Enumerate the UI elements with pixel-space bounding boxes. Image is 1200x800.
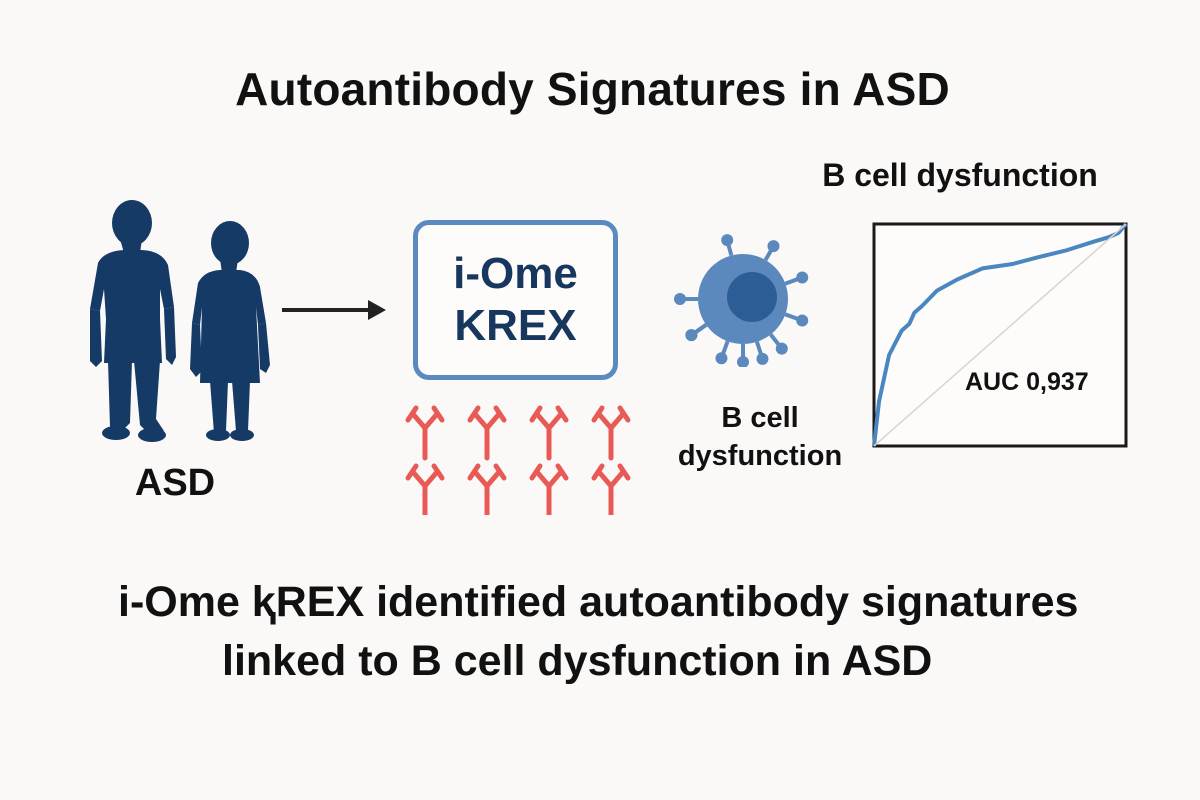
cohort-label: ASD <box>134 462 216 504</box>
antibody-icon <box>405 463 445 515</box>
antibody-icon <box>529 405 569 461</box>
child-girl-icon <box>190 221 270 441</box>
b-cell-receptor-tip <box>685 329 698 342</box>
roc-curve-line <box>872 222 1128 447</box>
b-cell-label-line2: dysfunction <box>677 439 843 472</box>
platform-box: i-Ome KREX <box>413 220 618 380</box>
platform-name-line2: KREX <box>454 301 577 350</box>
summary-caption-line1: i-Ome ⱪREX identified autoantibody signa… <box>118 578 1079 626</box>
right-arrow-icon <box>282 300 386 320</box>
antibody-icon <box>529 463 569 515</box>
b-cell-receptor-tip <box>721 234 734 247</box>
b-cell-receptor-tip <box>715 352 728 365</box>
b-cell-receptor-tip <box>796 314 809 327</box>
b-cell-nucleus <box>727 272 777 322</box>
antibody-icon <box>405 405 445 461</box>
chance-diagonal-line <box>873 223 1127 447</box>
children-silhouette-icon <box>90 200 270 442</box>
b-cell-receptor-tip <box>737 356 749 367</box>
b-cell-receptor-tip <box>674 293 686 305</box>
roc-chart <box>872 222 1128 448</box>
platform-name-line1: i-Ome <box>453 249 578 299</box>
child-boy-icon <box>90 200 176 442</box>
antibody-grid <box>405 405 631 515</box>
auc-annotation: AUC 0,937 <box>965 368 1089 396</box>
antibody-icon <box>467 463 507 515</box>
b-cell-receptor-tip <box>796 271 809 284</box>
b-cell-receptor-tip <box>767 240 780 253</box>
b-cell-receptor-tip <box>756 352 769 365</box>
b-cell-receptor-tip <box>775 342 788 355</box>
roc-chart-title: B cell dysfunction <box>822 157 1098 193</box>
antibody-icon <box>467 405 507 461</box>
b-cell-icon <box>674 234 809 367</box>
antibody-icon <box>591 463 631 515</box>
b-cell-label-line1: B cell <box>721 402 799 434</box>
b-cell-label: B cell dysfunction <box>640 400 880 475</box>
figure-title: Autoantibody Signatures in ASD <box>235 63 950 115</box>
summary-caption-line2: linked to B cell dysfunction in ASD <box>222 637 933 685</box>
antibody-icon <box>591 405 631 461</box>
